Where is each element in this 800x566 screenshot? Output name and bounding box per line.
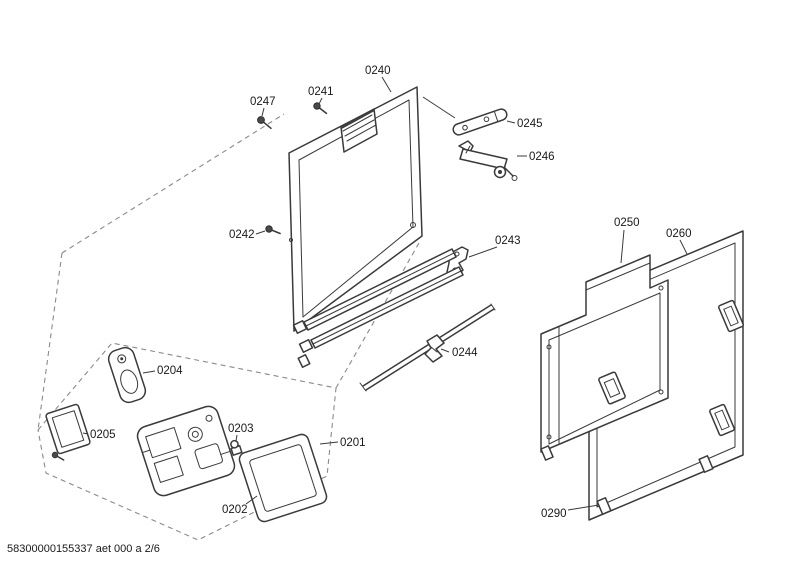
callout-0201: 0201 <box>340 437 366 449</box>
callout-0246: 0246 <box>529 151 555 163</box>
callout-0242: 0242 <box>229 229 255 241</box>
hinge-arm-0246 <box>458 140 518 181</box>
callout-0250: 0250 <box>614 217 640 229</box>
door-seal-strips <box>292 248 464 368</box>
callout-0243: 0243 <box>495 235 521 247</box>
doc-number: 58300000155337 aet 000 a 2/6 <box>7 543 160 555</box>
callout-0204: 0204 <box>157 365 183 377</box>
support-rod-0244 <box>359 303 496 392</box>
door-panel-0240 <box>288 86 423 332</box>
screw-0242 <box>265 225 281 235</box>
callout-0205: 0205 <box>90 429 116 441</box>
hinge-bracket-0245 <box>452 108 508 136</box>
callout-0247: 0247 <box>250 96 276 108</box>
access-panel-0205 <box>45 403 91 461</box>
callout-0241: 0241 <box>308 86 334 98</box>
nut-0203 <box>230 439 243 456</box>
screw-0247 <box>257 116 272 130</box>
callout-0260: 0260 <box>666 228 692 240</box>
callout-0290: 0290 <box>541 508 567 520</box>
screw-0241 <box>313 102 328 115</box>
callout-0202: 0202 <box>222 504 248 516</box>
door-mechanism <box>136 405 236 497</box>
callout-0245: 0245 <box>517 118 543 130</box>
callout-0244: 0244 <box>452 347 478 359</box>
callout-0203: 0203 <box>228 423 254 435</box>
callout-labels: 0240 0247 0241 0245 0246 0242 0243 0250 … <box>90 65 692 520</box>
door-frame-0202 <box>238 433 328 523</box>
inner-door-panel-0250 <box>540 254 669 461</box>
leader-lines <box>82 76 688 511</box>
callout-0240: 0240 <box>365 65 391 77</box>
hinge-plate-0204 <box>107 346 147 404</box>
